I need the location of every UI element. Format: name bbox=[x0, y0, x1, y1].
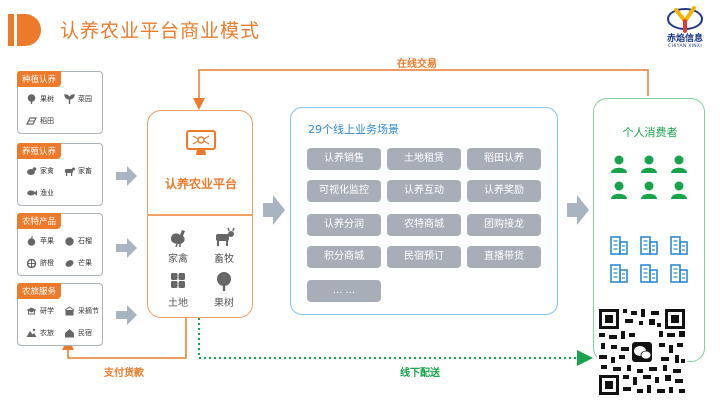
scene-tag: 认养销售 bbox=[307, 148, 381, 170]
category-title: 种植认养 bbox=[17, 71, 62, 87]
scene-tag: 直播带货 bbox=[467, 246, 541, 268]
category-item: 石榴 bbox=[64, 236, 92, 246]
title-mark-icon bbox=[8, 14, 42, 46]
orange-icon bbox=[26, 258, 37, 268]
scenes-title: 29个线上业务场景 bbox=[308, 123, 399, 136]
scene-tag: 认养奖励 bbox=[467, 180, 541, 202]
category-item: 家畜 bbox=[64, 166, 92, 176]
scene-tag: 积分商城 bbox=[307, 246, 381, 268]
scene-tag: 认养分润 bbox=[307, 214, 381, 236]
platform-item-label: 畜牧 bbox=[214, 254, 234, 265]
logo-name-cn: 赤焰信息 bbox=[666, 34, 703, 44]
field-icon bbox=[26, 117, 37, 125]
category-item: 家禽 bbox=[26, 166, 54, 176]
logo-icon bbox=[667, 6, 703, 33]
payment-line bbox=[62, 318, 187, 359]
scene-tag: 团购接龙 bbox=[467, 214, 541, 236]
category-item: 菜园 bbox=[64, 94, 92, 104]
apple-icon bbox=[27, 236, 36, 246]
scene-tag: 民宿预订 bbox=[387, 246, 461, 268]
online-trade-line bbox=[193, 69, 649, 110]
payment-label: 支付货款 bbox=[104, 368, 144, 379]
scene-tag: 可视化监控 bbox=[307, 180, 381, 202]
category-item: 苹果 bbox=[26, 236, 54, 246]
building-icon bbox=[610, 264, 628, 283]
online-trade-label: 在线交易 bbox=[397, 59, 437, 70]
platform-box: 认养农业平台 家禽 畜牧 土地 果树 bbox=[147, 110, 253, 318]
scene-tag: 认养互动 bbox=[387, 180, 461, 202]
category-item: 民宿 bbox=[64, 328, 92, 338]
scene-tag: 土地租赁 bbox=[387, 148, 461, 170]
homestay-icon bbox=[65, 329, 74, 338]
platform-item-label: 土地 bbox=[168, 298, 188, 309]
land-grid-icon bbox=[171, 273, 185, 288]
mango-icon bbox=[65, 260, 74, 267]
pomegranate-icon bbox=[65, 237, 74, 246]
person-icon bbox=[641, 181, 657, 199]
building-icon bbox=[640, 264, 658, 283]
poultry-icon bbox=[27, 167, 37, 175]
logo-name-en: CHIYAN XINXI bbox=[668, 44, 702, 49]
arrow-scenes-to-consumer bbox=[567, 195, 589, 225]
arrow-right-icon bbox=[116, 166, 137, 186]
offline-delivery-label: 线下配送 bbox=[400, 368, 440, 379]
building-icon bbox=[670, 236, 688, 255]
person-icon bbox=[611, 155, 627, 173]
chicken-icon bbox=[171, 230, 185, 248]
vegetable-icon bbox=[64, 94, 75, 104]
qr-code[interactable] bbox=[597, 307, 687, 397]
platform-item-poultry: 家禽 bbox=[156, 227, 200, 265]
company-logo: 赤焰信息 CHIYAN XINXI bbox=[656, 4, 714, 52]
person-icon bbox=[671, 181, 687, 199]
livestock-icon bbox=[65, 167, 75, 176]
tree-icon bbox=[27, 94, 36, 104]
category-title: 农旅服务 bbox=[17, 283, 62, 299]
category-planting: 种植认养 果树 菜园 稻田 bbox=[17, 71, 103, 134]
fruit-tree-icon bbox=[217, 272, 231, 291]
category-title: 农特产品 bbox=[17, 213, 62, 229]
agritourism-icon bbox=[26, 328, 37, 337]
offline-delivery-line bbox=[198, 318, 593, 366]
scene-tag: 农特商城 bbox=[387, 214, 461, 236]
arrow-platform-to-scenes bbox=[263, 195, 285, 225]
category-item: 芒果 bbox=[64, 258, 92, 268]
person-icon bbox=[671, 155, 687, 173]
person-icon bbox=[611, 181, 627, 199]
cow-icon bbox=[216, 227, 235, 246]
building-icon bbox=[670, 264, 688, 283]
platform-item-livestock: 畜牧 bbox=[202, 227, 246, 265]
arrow-right-icon bbox=[116, 305, 137, 325]
building-icon bbox=[640, 236, 658, 255]
study-tour-icon bbox=[26, 307, 37, 315]
category-specialty-products: 农特产品 苹果 石榴 脐橙 芒果 bbox=[17, 213, 103, 276]
platform-item-label: 家禽 bbox=[168, 254, 188, 265]
fish-icon bbox=[27, 190, 37, 196]
picking-icon bbox=[64, 306, 75, 316]
platform-item-land: 土地 bbox=[156, 271, 200, 309]
scene-tag-more: ... ... bbox=[307, 280, 381, 302]
category-agritourism: 农旅服务 研学 采摘节 农旅 民宿 bbox=[17, 283, 103, 346]
monitor-icon bbox=[186, 130, 216, 155]
category-breeding: 养殖认养 家禽 家畜 渔业 bbox=[17, 143, 103, 206]
business-scenes-box: 29个线上业务场景 认养销售 土地租赁 稻田认养 可视化监控 认养互动 认养奖励… bbox=[290, 107, 558, 315]
category-item: 采摘节 bbox=[64, 306, 99, 316]
person-icon bbox=[641, 155, 657, 173]
category-item: 脐橙 bbox=[26, 258, 54, 268]
category-title: 养殖认养 bbox=[17, 143, 62, 159]
category-item: 农旅 bbox=[26, 328, 54, 338]
page-title: 认养农业平台商业模式 bbox=[60, 20, 261, 42]
category-item: 渔业 bbox=[26, 188, 54, 198]
platform-divider bbox=[148, 214, 252, 216]
category-item: 稻田 bbox=[26, 116, 54, 126]
platform-title: 认养农业平台 bbox=[164, 177, 237, 191]
scene-tag: 稻田认养 bbox=[467, 148, 541, 170]
consumer-title: 个人消费者 bbox=[622, 126, 678, 139]
platform-item-fruit-tree: 果树 bbox=[202, 271, 246, 309]
platform-item-label: 果树 bbox=[214, 298, 234, 309]
category-item: 果树 bbox=[26, 94, 54, 104]
category-item: 研学 bbox=[26, 306, 54, 316]
arrow-right-icon bbox=[116, 238, 137, 258]
building-icon bbox=[610, 236, 628, 255]
